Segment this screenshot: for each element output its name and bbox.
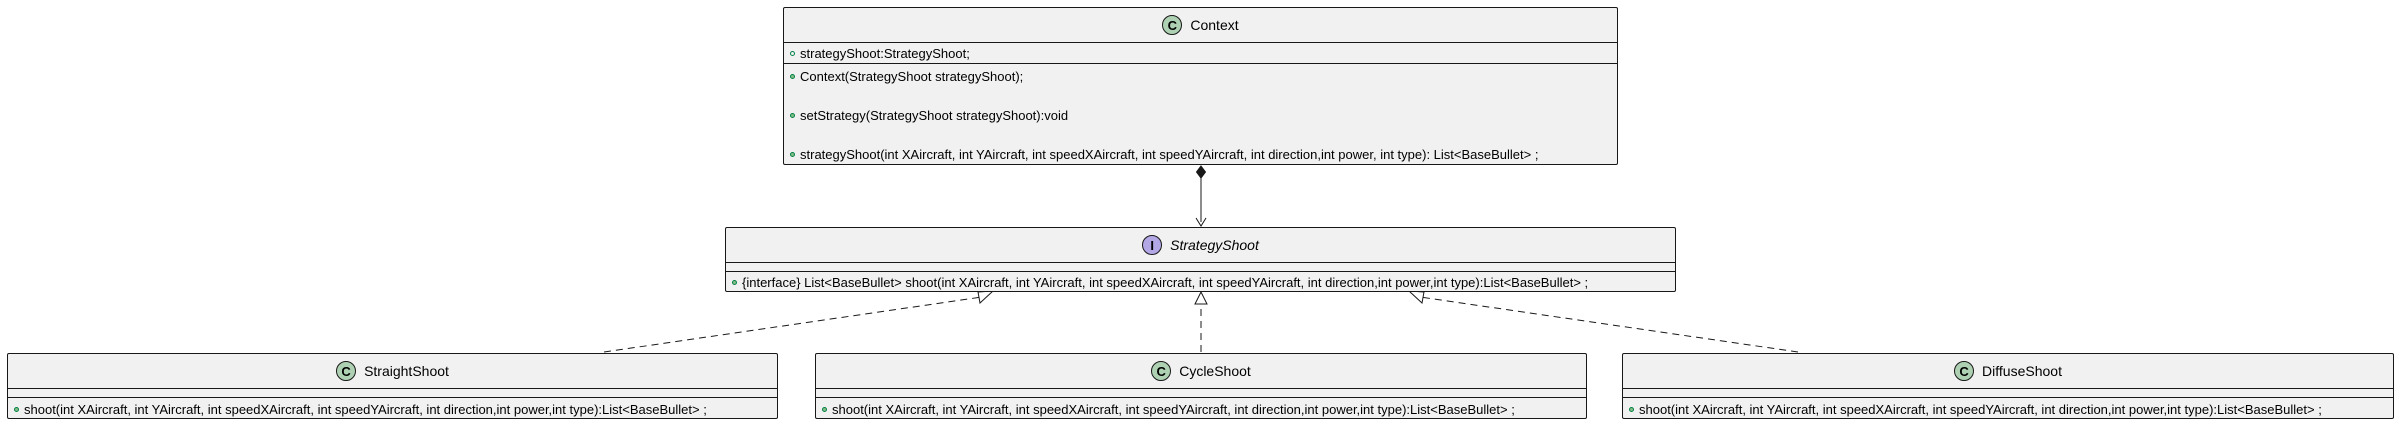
method-row: shoot(int XAircraft, int YAircraft, int … bbox=[8, 401, 777, 418]
fields-section bbox=[726, 262, 1675, 271]
method-row: setStrategy(StrategyShoot strategyShoot)… bbox=[784, 107, 1617, 124]
class-stereotype-icon: C bbox=[1151, 361, 1172, 381]
class-name: CycleShoot bbox=[1179, 363, 1251, 379]
method-row: Context(StrategyShoot strategyShoot); bbox=[784, 68, 1617, 85]
class-straight-shoot[interactable]: C StraightShoot shoot(int XAircraft, int… bbox=[7, 353, 778, 419]
methods-section: shoot(int XAircraft, int YAircraft, int … bbox=[816, 397, 1586, 418]
methods-section: Context(StrategyShoot strategyShoot); se… bbox=[784, 63, 1617, 163]
realization-link-diffuse bbox=[1407, 290, 1799, 353]
field-row: strategyShoot:StrategyShoot; bbox=[784, 43, 1617, 63]
public-method-icon bbox=[790, 74, 795, 79]
interface-stereotype-icon: I bbox=[1142, 235, 1163, 255]
interface-strategy-shoot[interactable]: I StrategyShoot {interface} List<BaseBul… bbox=[725, 227, 1676, 292]
fields-section bbox=[8, 388, 777, 397]
method-row: {interface} List<BaseBullet> shoot(int X… bbox=[726, 274, 1675, 291]
methods-section: shoot(int XAircraft, int YAircraft, int … bbox=[1623, 397, 2393, 418]
composition-link bbox=[1195, 165, 1207, 227]
fields-section: strategyShoot:StrategyShoot; bbox=[784, 42, 1617, 63]
class-header: C StraightShoot bbox=[8, 354, 777, 388]
class-context[interactable]: C Context strategyShoot:StrategyShoot; C… bbox=[783, 7, 1618, 165]
public-method-icon bbox=[790, 113, 795, 118]
public-field-icon bbox=[790, 50, 795, 56]
class-header: I StrategyShoot bbox=[726, 228, 1675, 262]
class-name: StrategyShoot bbox=[1170, 237, 1259, 253]
public-method-icon bbox=[1629, 407, 1634, 412]
class-stereotype-icon: C bbox=[1954, 361, 1975, 381]
fields-section bbox=[816, 388, 1586, 397]
class-header: C CycleShoot bbox=[816, 354, 1586, 388]
public-method-icon bbox=[790, 152, 795, 157]
class-stereotype-icon: C bbox=[336, 361, 357, 381]
class-name: Context bbox=[1190, 17, 1239, 33]
public-method-icon bbox=[822, 407, 827, 412]
methods-section: {interface} List<BaseBullet> shoot(int X… bbox=[726, 271, 1675, 291]
class-stereotype-icon: C bbox=[1162, 15, 1183, 35]
class-diffuse-shoot[interactable]: C DiffuseShoot shoot(int XAircraft, int … bbox=[1622, 353, 2394, 419]
class-header: C DiffuseShoot bbox=[1623, 354, 2393, 388]
public-method-icon bbox=[14, 407, 19, 412]
fields-section bbox=[1623, 388, 2393, 397]
method-row: shoot(int XAircraft, int YAircraft, int … bbox=[1623, 401, 2393, 418]
realization-link-cycle bbox=[1194, 290, 1208, 352]
public-method-icon bbox=[732, 280, 737, 285]
method-row: shoot(int XAircraft, int YAircraft, int … bbox=[816, 401, 1586, 418]
method-row: strategyShoot(int XAircraft, int YAircra… bbox=[784, 146, 1617, 163]
class-header: C Context bbox=[784, 8, 1617, 42]
class-name: StraightShoot bbox=[364, 363, 449, 379]
class-cycle-shoot[interactable]: C CycleShoot shoot(int XAircraft, int YA… bbox=[815, 353, 1587, 419]
realization-link-straight bbox=[603, 290, 995, 353]
methods-section: shoot(int XAircraft, int YAircraft, int … bbox=[8, 397, 777, 418]
class-name: DiffuseShoot bbox=[1982, 363, 2062, 379]
